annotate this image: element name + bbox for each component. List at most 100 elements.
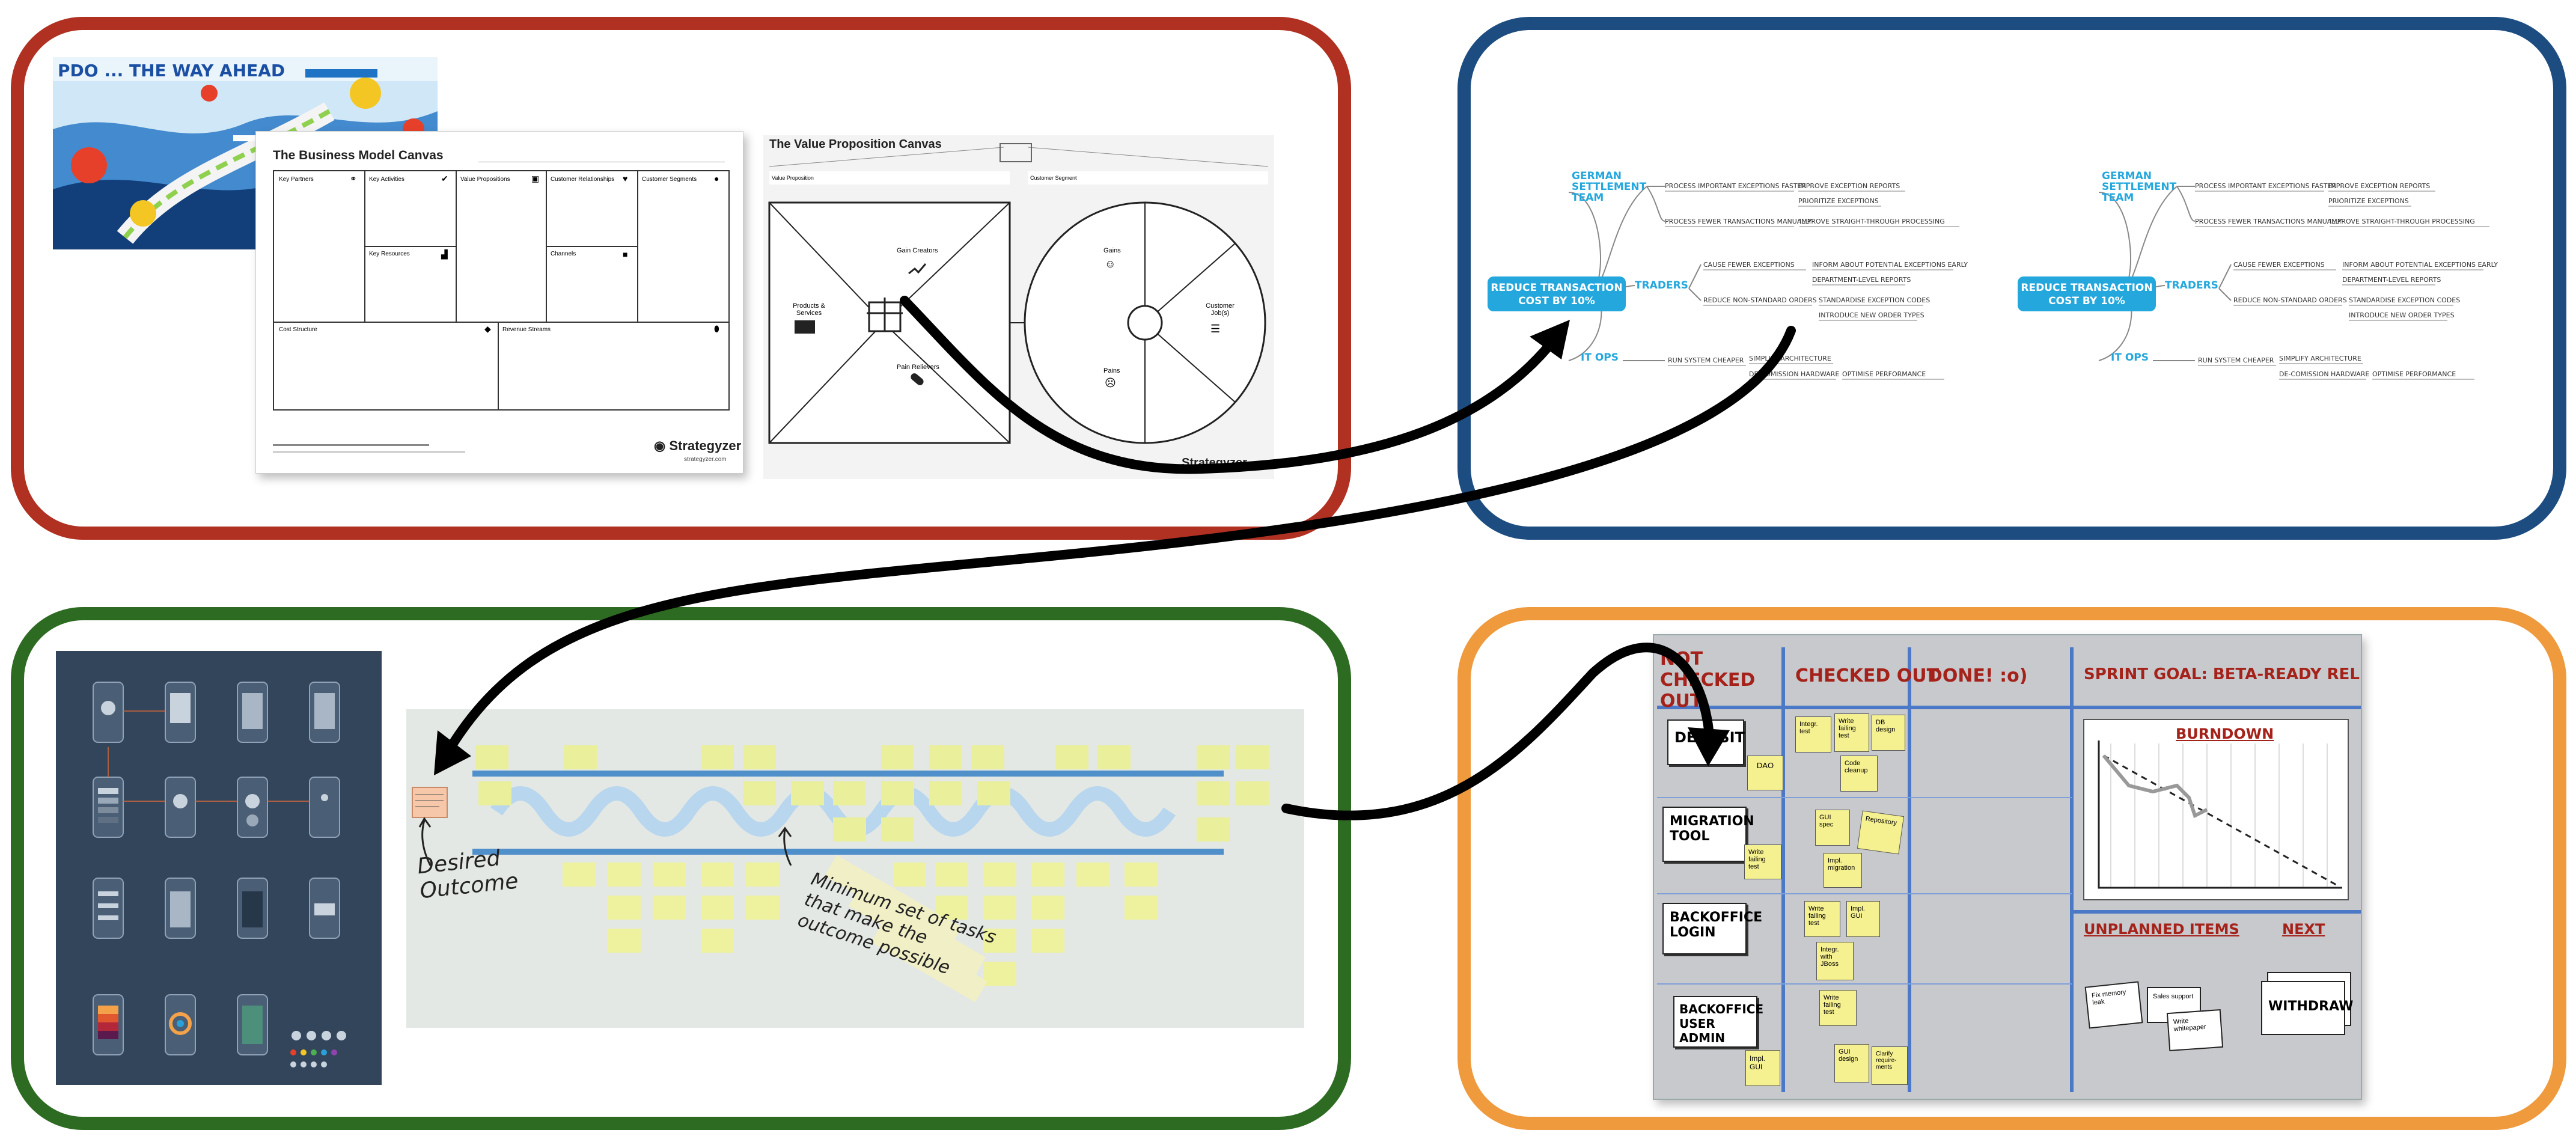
kanban-col-not-checked-out: NOT CHECKED OUT	[1660, 649, 1756, 712]
bmc-header-fields	[478, 148, 725, 162]
svg-text:GERMAN: GERMAN	[1572, 170, 1622, 182]
svg-text:TRADERS: TRADERS	[2165, 279, 2218, 292]
svg-text:IMPROVE STRAIGHT-THROUGH PROCE: IMPROVE STRAIGHT-THROUGH PROCESSING	[2330, 218, 2475, 225]
vpc-brand: Strategyzer	[1182, 456, 1247, 469]
kanban-next: NEXT	[2282, 921, 2325, 938]
kanban-lines	[1657, 647, 2361, 1092]
tag-icon: ◆	[484, 324, 491, 334]
story-card-migration-tool: MIGRATION TOOL	[1662, 807, 1754, 862]
link-icon: ⚭	[350, 174, 357, 183]
svg-text:IMPROVE EXCEPTION REPORTS: IMPROVE EXCEPTION REPORTS	[2328, 182, 2430, 190]
impact-map-left: REDUCE TRANSACTION COST BY 10% GERMAN SE…	[1488, 170, 1968, 380]
bmc-customer-relationships: Customer Relationships	[551, 176, 615, 183]
svg-text:DE-COMISSION HARDWARE: DE-COMISSION HARDWARE	[1749, 370, 1839, 378]
kanban-sprint-goal: SPRINT GOAL: BETA-READY RELEASE!	[2084, 665, 2361, 683]
heart-icon: ♥	[623, 174, 628, 183]
bmc-revenue-streams: Revenue Streams	[502, 326, 551, 333]
svg-text:CAUSE FEWER EXCEPTIONS: CAUSE FEWER EXCEPTIONS	[1703, 261, 1795, 269]
vpc-customer-jobs: Customer Job(s)	[1206, 302, 1235, 317]
svg-text:REDUCE TRANSACTION: REDUCE TRANSACTION	[2021, 282, 2152, 294]
task-code-cleanup: Code cleanup	[1840, 756, 1878, 792]
bmc-strategyzer-logo: ◉ Strategyzer	[654, 438, 742, 453]
svg-text:OPTIMISE PERFORMANCE: OPTIMISE PERFORMANCE	[1842, 370, 1926, 378]
vpc-pains: Pains	[1103, 367, 1120, 374]
person-icon: ●	[714, 174, 719, 183]
vpc-pain-relievers: Pain Relievers	[897, 364, 939, 371]
svg-text:DEPARTMENT-LEVEL REPORTS: DEPARTMENT-LEVEL REPORTS	[1812, 276, 1911, 284]
panel-kanban-board	[1457, 607, 2566, 1130]
vpc-drawing	[768, 143, 1269, 444]
svg-text:DE-COMISSION HARDWARE: DE-COMISSION HARDWARE	[2279, 370, 2369, 378]
story-card-backoffice-user-admin: BACKOFFICE USER ADMIN	[1673, 996, 1763, 1048]
story-card-backoffice-login: BACKOFFICE LOGIN	[1662, 903, 1762, 954]
moneybag-icon: ⬮	[714, 324, 719, 334]
task-impl-gui-2: Impl. GUI	[1846, 901, 1880, 937]
bmc-site: strategyzer.com	[684, 456, 727, 463]
svg-text:IMPROVE EXCEPTION REPORTS: IMPROVE EXCEPTION REPORTS	[1798, 182, 1900, 190]
bmc-value-propositions: Value Propositions	[460, 176, 510, 183]
check-icon: ✔	[441, 174, 448, 183]
gift-icon: ▣	[531, 174, 540, 183]
task-write-failing-test-1: Write failing test	[1744, 844, 1781, 879]
svg-text:PROCESS FEWER TRANSACTIONS MAN: PROCESS FEWER TRANSACTIONS MANUALLY	[1665, 218, 1812, 225]
svg-text:REDUCE TRANSACTION: REDUCE TRANSACTION	[1491, 282, 1622, 294]
bmc-customer-segments: Customer Segments	[642, 176, 697, 183]
story-map-photo: Desired Outcome Minimum set of tasks tha…	[406, 709, 1304, 1028]
svg-text:REDUCE NON-STANDARD ORDERS: REDUCE NON-STANDARD ORDERS	[2233, 296, 2347, 304]
kanban-col-checked-out: CHECKED OUT	[1795, 665, 1940, 686]
value-proposition-canvas: The Value Proposition Canvas Value Propo…	[763, 135, 1274, 479]
svg-text:RUN SYSTEM CHEAPER: RUN SYSTEM CHEAPER	[1668, 356, 1744, 364]
svg-text:PRIORITIZE EXCEPTIONS: PRIORITIZE EXCEPTIONS	[2328, 197, 2409, 205]
task-write-failing-test-3: Write failing test	[1804, 901, 1840, 937]
next-card-withdraw: WITHDRAW	[2261, 981, 2353, 1035]
svg-text:SIMPLIFY ARCHITECTURE: SIMPLIFY ARCHITECTURE	[2279, 355, 2361, 362]
task-integr-with-jboss: Integr. with JBoss	[1816, 942, 1854, 980]
bmc-key-activities: Key Activities	[369, 176, 404, 183]
bmc-grid: Key Partners Key Activities Value Propos…	[273, 170, 730, 411]
vpc-gains: Gains	[1103, 247, 1121, 254]
kanban-unplanned-items: UNPLANNED ITEMS	[2084, 921, 2239, 938]
task-clarify-requirements: Clarify require- ments	[1872, 1046, 1908, 1085]
bmc-brand: Strategyzer	[669, 438, 742, 453]
task-impl-gui-1: Impl. GUI	[1745, 1050, 1780, 1086]
bmc-footer-line-2	[273, 451, 465, 453]
kanban-burndown-title: BURNDOWN	[2176, 725, 2274, 742]
svg-text:SETTLEMENT: SETTLEMENT	[2102, 181, 2177, 193]
svg-text:INFORM ABOUT POTENTIAL EXCEPTI: INFORM ABOUT POTENTIAL EXCEPTIONS EARLY	[1812, 261, 1968, 269]
task-gui-spec: GUI spec	[1815, 810, 1850, 846]
bmc-cost-structure: Cost Structure	[279, 326, 317, 333]
svg-text:SIMPLIFY ARCHITECTURE: SIMPLIFY ARCHITECTURE	[1749, 355, 1831, 362]
bmc-key-partners: Key Partners	[279, 176, 314, 183]
svg-text:IMPROVE STRAIGHT-THROUGH PROCE: IMPROVE STRAIGHT-THROUGH PROCESSING	[1799, 218, 1945, 225]
frown-icon: ☹	[1105, 377, 1116, 389]
svg-text:RUN SYSTEM CHEAPER: RUN SYSTEM CHEAPER	[2198, 356, 2274, 364]
story-card-deposit: DEPOSIT	[1667, 719, 1745, 765]
mobile-wireframes	[56, 651, 382, 1085]
svg-text:SETTLEMENT: SETTLEMENT	[1572, 181, 1647, 193]
impact-map-right: REDUCE TRANSACTION COST BY 10% GERMAN SE…	[2018, 170, 2498, 380]
svg-text:REDUCE NON-STANDARD ORDERS: REDUCE NON-STANDARD ORDERS	[1703, 296, 1817, 304]
business-model-canvas: The Business Model Canvas Key Partners K…	[255, 131, 743, 474]
svg-text:PRIORITIZE EXCEPTIONS: PRIORITIZE EXCEPTIONS	[1798, 197, 1879, 205]
task-gui-design: GUI design	[1834, 1044, 1869, 1082]
smile-icon: ☺	[1105, 258, 1116, 270]
task-impl-migration: Impl. migration	[1824, 853, 1862, 888]
bmc-channels: Channels	[551, 251, 576, 257]
svg-text:CAUSE FEWER EXCEPTIONS: CAUSE FEWER EXCEPTIONS	[2233, 261, 2325, 269]
kanban-board: NOT CHECKED OUT CHECKED OUT DONE! :o) SP…	[1653, 634, 2362, 1100]
svg-text:GERMAN: GERMAN	[2102, 170, 2152, 182]
factory-icon: ▟	[441, 249, 448, 259]
svg-text:COST BY 10%: COST BY 10%	[2048, 295, 2125, 307]
svg-text:IT OPS: IT OPS	[1581, 352, 1619, 364]
wireframe-drawing	[93, 682, 346, 1067]
task-integrate-test: Integr. test	[1795, 716, 1831, 753]
vpc-customer-segment: Customer Segment	[1030, 175, 1077, 181]
vpc-title: The Value Proposition Canvas	[769, 138, 942, 151]
kanban-col-done: DONE! :o)	[1927, 665, 2028, 686]
svg-text:TEAM: TEAM	[2102, 192, 2134, 204]
svg-text:COST BY 10%: COST BY 10%	[1518, 295, 1595, 307]
svg-text:PROCESS IMPORTANT EXCEPTIONS F: PROCESS IMPORTANT EXCEPTIONS FASTER	[2195, 182, 2337, 190]
bmc-footer-line	[273, 444, 429, 446]
pdo-title: PDO ... THE WAY AHEAD	[58, 61, 285, 81]
svg-text:TRADERS: TRADERS	[1635, 279, 1688, 292]
